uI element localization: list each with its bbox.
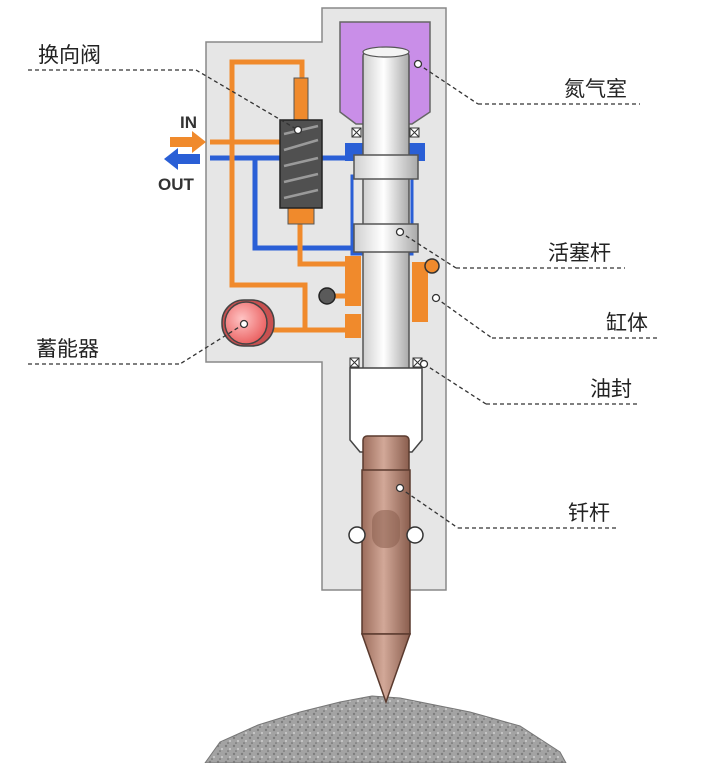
valve-upper-stem [293,77,309,123]
pointer-dots [239,59,441,493]
leader-lines [28,63,658,529]
label-piston-rod: 活塞杆 [548,241,611,265]
label-cylinder: 缸体 [606,311,648,335]
label-oil-seal: 油封 [590,377,632,401]
reversing-valve [279,119,323,209]
piston-rod [353,46,419,379]
label-accumulator: 蓄能器 [36,337,99,361]
out-port-label: OUT [158,175,195,194]
check-ball-right [424,258,440,274]
drill-rod [348,435,424,705]
pressure-port-lower [345,314,361,338]
pressure-port-upper [345,256,361,306]
in-arrow-icon [170,131,206,153]
pressure-port-right [412,262,428,322]
out-arrow-icon [164,148,200,170]
upper-seals [351,127,420,138]
lower-bore [349,367,423,453]
label-drill-rod: 钎杆 [568,501,610,525]
oil-pressure-lines [210,59,350,333]
rock [204,695,567,763]
label-reversing-valve: 换向阀 [38,43,101,67]
check-ball-left [318,287,336,305]
in-port-label: IN [180,113,197,132]
label-nitrogen-chamber: 氮气室 [564,77,627,101]
